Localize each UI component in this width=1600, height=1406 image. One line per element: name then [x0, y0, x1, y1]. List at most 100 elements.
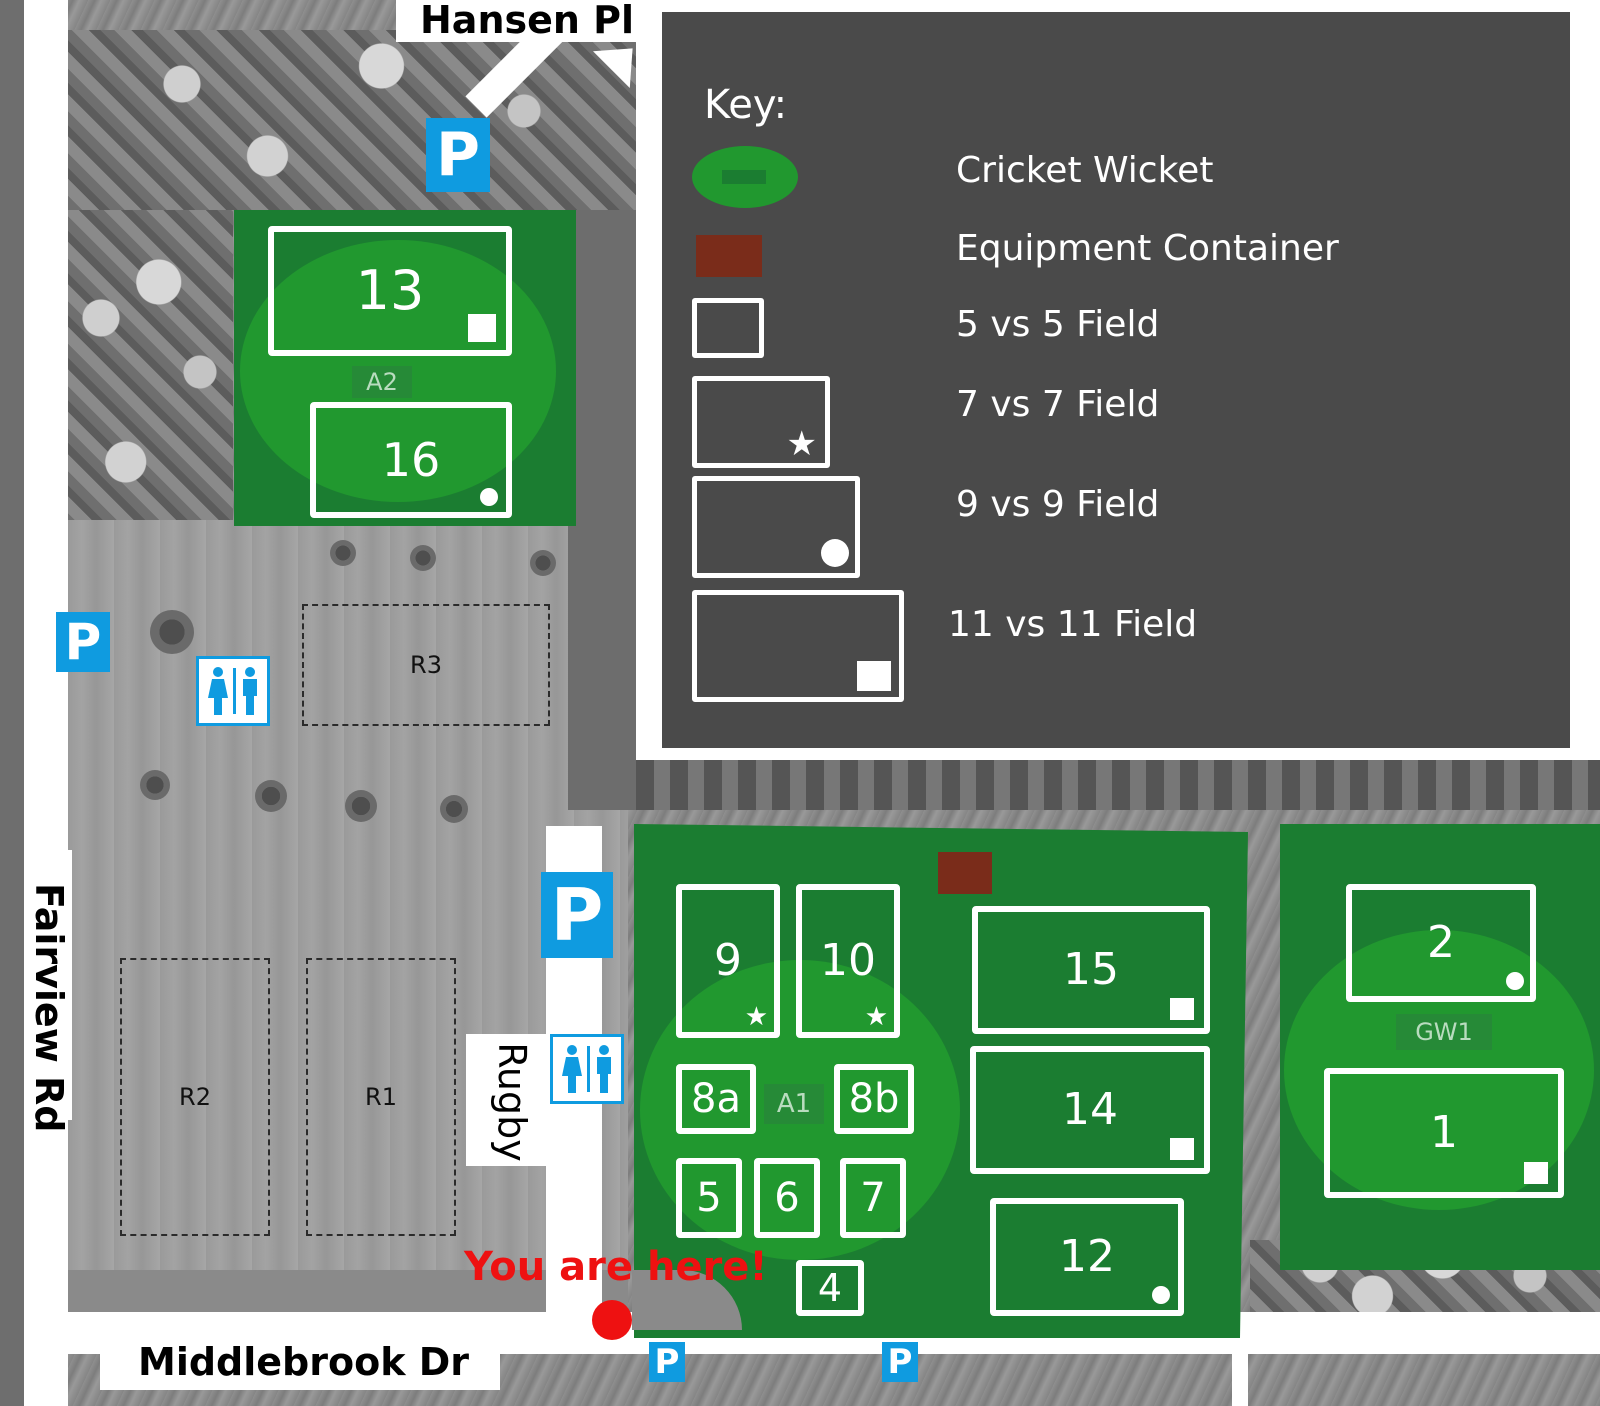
- rugby-pitch-r2[interactable]: R2: [120, 958, 270, 1236]
- toilet-icon[interactable]: [196, 656, 270, 726]
- field-8b-label: 8b: [848, 1076, 900, 1122]
- field-1-label: 1: [1430, 1107, 1458, 1158]
- equipment-container-symbol: [696, 235, 762, 277]
- square-marker-icon: [468, 314, 496, 342]
- field-9v9-symbol: [692, 476, 860, 578]
- star-icon: ★: [786, 424, 817, 464]
- star-icon: ★: [744, 1002, 768, 1032]
- key-label-5v5: 5 vs 5 Field: [956, 304, 1160, 345]
- parking-icon[interactable]: P: [649, 1342, 685, 1382]
- field-10[interactable]: 10 ★: [796, 884, 900, 1038]
- fairview-label-bg: [24, 850, 72, 1120]
- field-4[interactable]: 4: [796, 1260, 864, 1316]
- field-13-label: 13: [355, 259, 425, 322]
- parking-icon[interactable]: P: [541, 872, 613, 958]
- fairview-road: [24, 0, 68, 1406]
- field-8a[interactable]: 8a: [676, 1064, 756, 1134]
- area-label-gw1: GW1: [1396, 1014, 1492, 1050]
- field-13[interactable]: 13: [268, 226, 512, 356]
- path-south: [68, 1270, 628, 1320]
- tree: [140, 770, 170, 800]
- field-7[interactable]: 7: [840, 1158, 906, 1238]
- field-16[interactable]: 16: [310, 402, 512, 518]
- zone-gw1: 2 GW1 1: [1280, 824, 1600, 1270]
- rugby-label-bg: [466, 1034, 560, 1166]
- parking-icon[interactable]: P: [426, 118, 490, 192]
- west-edge: [0, 0, 24, 1406]
- field-6[interactable]: 6: [754, 1158, 820, 1238]
- circle-marker-icon: [480, 488, 498, 506]
- field-15[interactable]: 15: [972, 906, 1210, 1034]
- field-11v11-symbol: [692, 590, 904, 702]
- key-label-cricket-wicket: Cricket Wicket: [956, 150, 1214, 191]
- field-10-label: 10: [820, 935, 876, 986]
- field-16-label: 16: [381, 433, 441, 487]
- field-7v7-symbol: ★: [692, 376, 830, 468]
- side-road: [1232, 1354, 1248, 1406]
- key-label-9v9: 9 vs 9 Field: [956, 484, 1160, 525]
- rugby-label: Rugby: [490, 1042, 534, 1162]
- rugby-pitch-r2-label: R2: [179, 1083, 211, 1111]
- hansen-label-bg: [396, 0, 642, 42]
- field-5-label: 5: [696, 1175, 722, 1221]
- area-label-a2: A2: [352, 366, 412, 398]
- key-label-11v11: 11 vs 11 Field: [948, 604, 1198, 645]
- residential-houses-west: [68, 210, 233, 570]
- tree: [150, 610, 194, 654]
- key-panel: Key: Cricket Wicket Equipment Container …: [662, 12, 1570, 748]
- tree: [345, 790, 377, 822]
- rugby-pitch-r1-label: R1: [365, 1083, 397, 1111]
- area-label-a1: A1: [764, 1084, 824, 1124]
- tree-line: [568, 210, 636, 810]
- zone-a2: 13 A2 16: [234, 210, 576, 526]
- wicket-strip: [722, 170, 766, 184]
- rugby-pitch-r3-label: R3: [410, 651, 442, 679]
- field-1[interactable]: 1: [1324, 1068, 1564, 1198]
- field-7-label: 7: [860, 1175, 886, 1221]
- field-12-label: 12: [1059, 1231, 1115, 1282]
- square-marker-icon: [1170, 1138, 1194, 1160]
- hedge-row: [636, 760, 1600, 810]
- field-6-label: 6: [774, 1175, 800, 1221]
- circle-marker-icon: [821, 539, 849, 567]
- rugby-pitch-r1[interactable]: R1: [306, 958, 456, 1236]
- you-are-here-label: You are here!: [464, 1244, 768, 1290]
- male-icon: [596, 1045, 611, 1093]
- female-icon: [561, 1045, 582, 1093]
- female-icon: [207, 667, 228, 715]
- key-label-7v7: 7 vs 7 Field: [956, 384, 1160, 425]
- middlebrook-label-bg: [100, 1334, 500, 1390]
- toilet-icon[interactable]: [550, 1034, 624, 1104]
- field-14-label: 14: [1062, 1084, 1118, 1135]
- road-label-middlebrook: Middlebrook Dr: [138, 1340, 469, 1384]
- equipment-container[interactable]: [938, 852, 992, 894]
- toilet-divider: [232, 668, 236, 714]
- cricket-wicket-symbol: [692, 146, 798, 208]
- field-9[interactable]: 9 ★: [676, 884, 780, 1038]
- square-marker-icon: [1524, 1162, 1548, 1184]
- tree: [330, 540, 356, 566]
- field-12[interactable]: 12: [990, 1198, 1184, 1316]
- circle-marker-icon: [1152, 1286, 1170, 1304]
- parking-icon[interactable]: P: [56, 612, 110, 672]
- field-15-label: 15: [1063, 944, 1119, 995]
- male-icon: [242, 667, 257, 715]
- field-2-label: 2: [1427, 917, 1455, 968]
- tree: [440, 795, 468, 823]
- square-marker-icon: [857, 661, 891, 691]
- tree: [530, 550, 556, 576]
- field-14[interactable]: 14: [970, 1046, 1210, 1174]
- square-marker-icon: [1170, 998, 1194, 1020]
- tree: [255, 780, 287, 812]
- location-dot-icon: [592, 1300, 632, 1340]
- rugby-pitch-r3[interactable]: R3: [302, 604, 550, 726]
- toilet-divider: [586, 1046, 590, 1092]
- key-label-equipment-container: Equipment Container: [956, 228, 1339, 269]
- key-title: Key:: [704, 82, 788, 128]
- parking-icon[interactable]: P: [882, 1342, 918, 1382]
- tree: [410, 545, 436, 571]
- field-5[interactable]: 5: [676, 1158, 742, 1238]
- field-8b[interactable]: 8b: [834, 1064, 914, 1134]
- field-2[interactable]: 2: [1346, 884, 1536, 1002]
